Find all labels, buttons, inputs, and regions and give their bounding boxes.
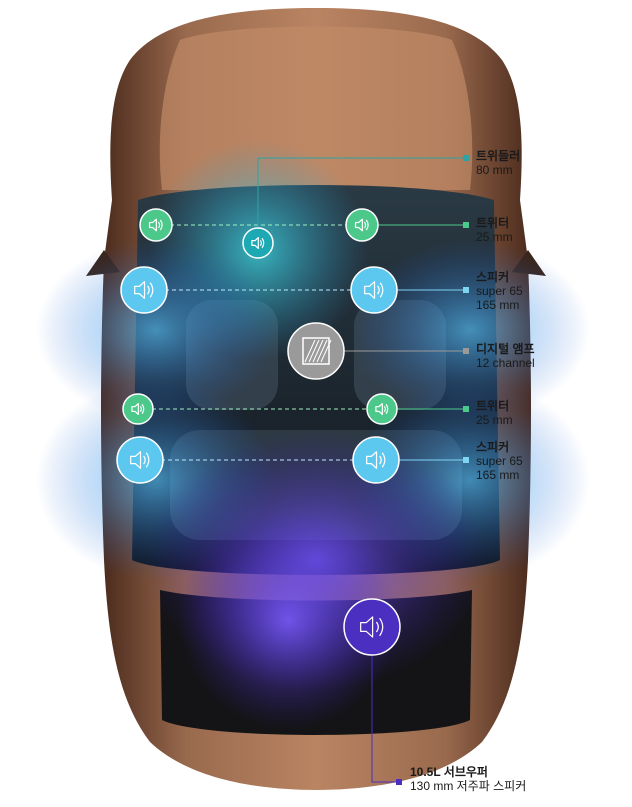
amplifier-hatch (308, 339, 320, 363)
leader-lines (257, 157, 466, 783)
label-title: 트위터 (476, 216, 510, 230)
speaker-icon (251, 237, 265, 249)
speaker-icon (360, 616, 384, 638)
label-title: 디지털 앰프 (476, 342, 535, 356)
speaker-icon (134, 281, 154, 299)
leader-markers (396, 155, 469, 785)
label-tweeter-center: 트위들러 80 mm (476, 149, 520, 177)
speaker-link-lines (138, 224, 382, 461)
speaker-icon (130, 451, 150, 469)
speaker-rear-left-node (116, 436, 164, 484)
speaker-icon (148, 218, 163, 232)
speaker-front-right-node (350, 266, 398, 314)
label-title: 스피커 (476, 440, 510, 454)
speaker-icon (131, 403, 145, 415)
label-sub: 165 mm (476, 298, 520, 312)
speaker-icon (366, 451, 386, 469)
label-title: 트위터 (476, 399, 510, 413)
label-title: 스피커 (476, 270, 510, 284)
amplifier-hatch (312, 339, 324, 363)
speaker-front-left-node (120, 266, 168, 314)
amplifier-circle (287, 322, 345, 380)
amplifier-hatch (320, 339, 332, 363)
label-sub: 25 mm (476, 413, 513, 427)
speaker-icon (354, 218, 369, 232)
amplifier-icon (302, 337, 330, 365)
amplifier-hatch (304, 339, 316, 363)
speaker-icon (375, 403, 389, 415)
amplifier-hatch (316, 339, 328, 363)
speaker-rear-right-node (352, 436, 400, 484)
speaker-circle (343, 598, 401, 656)
label-tweeter-rear: 트위터 25 mm (476, 399, 513, 427)
label-sub: 80 mm (476, 163, 513, 177)
tweeter-center-node (242, 227, 274, 259)
amplifier-node (287, 322, 345, 380)
label-sub: 25 mm (476, 230, 513, 244)
label-amp: 디지털 앰프 12 channel (476, 342, 535, 370)
tweeter-rear-left-node (122, 393, 154, 425)
label-title: 10.5L 서브우퍼 (410, 765, 488, 779)
speaker-icon (364, 281, 384, 299)
label-speaker-rear: 스피커 super 65 165 mm (476, 440, 523, 482)
label-subwoofer: 10.5L 서브우퍼 130 mm 저주파 스피커 (410, 765, 526, 793)
label-sub: super 65 (476, 454, 523, 468)
label-tweeter-front: 트위터 25 mm (476, 216, 513, 244)
tweeter-front-left-node (139, 208, 173, 242)
label-title: 트위들러 (476, 149, 521, 163)
tweeter-front-right-node (345, 208, 379, 242)
subwoofer-node (343, 598, 401, 656)
label-sub: 165 mm (476, 468, 520, 482)
label-sub: super 65 (476, 284, 523, 298)
tweeter-rear-right-node (366, 393, 398, 425)
label-sub: 12 channel (476, 356, 535, 370)
label-sub: 130 mm 저주파 스피커 (410, 779, 527, 793)
label-speaker-front: 스피커 super 65 165 mm (476, 270, 523, 312)
